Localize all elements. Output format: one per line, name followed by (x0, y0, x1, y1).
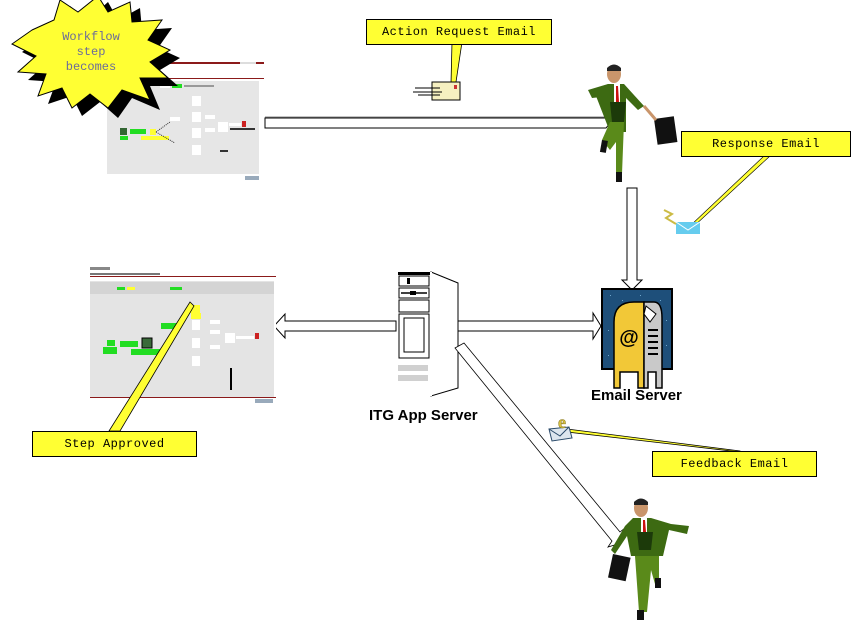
feedback-email-label: Feedback Email (680, 457, 789, 471)
workflow-screenshot-top (107, 60, 264, 180)
action-request-email-callout: Action Request Email (366, 19, 552, 45)
arrow-app-server-to-user-bottom (454, 342, 626, 548)
arrow-user-to-email-server (620, 187, 644, 291)
action-request-callout-tail (450, 41, 463, 85)
feedback-envelope-icon: e (548, 412, 573, 442)
app-server-label: ITG App Server (369, 407, 478, 424)
workflow-burst-callout (11, 0, 180, 118)
response-email-callout-tail (689, 155, 771, 229)
burst-line-2: step (76, 45, 106, 59)
user-figure-bottom (608, 498, 689, 620)
arrow-workflow-to-user (264, 116, 611, 129)
response-email-callout: Response Email (681, 131, 851, 157)
arrow-app-server-to-email-server (457, 311, 602, 341)
step-approved-label: Step Approved (64, 437, 165, 451)
user-figure-top (588, 64, 678, 182)
email-server-icon: @ (601, 288, 673, 389)
app-server-icon (398, 271, 459, 397)
workflow-burst-text: Workflow step becomes (46, 30, 136, 75)
burst-line-3: becomes (65, 60, 117, 74)
response-envelope-icon (663, 209, 701, 234)
feedback-email-callout: Feedback Email (652, 451, 817, 477)
svg-text:e: e (558, 412, 566, 432)
arrow-app-server-to-workflow-screen (273, 312, 397, 340)
workflow-screenshot-approved (88, 264, 276, 404)
burst-line-1: Workflow (62, 30, 120, 44)
feedback-email-callout-tail (566, 428, 741, 453)
action-request-email-label: Action Request Email (381, 25, 537, 39)
svg-text:@: @ (619, 327, 639, 349)
action-request-envelope-icon (413, 81, 461, 101)
step-approved-callout: Step Approved (32, 431, 197, 457)
email-server-label: Email Server (591, 387, 682, 404)
response-email-label: Response Email (712, 137, 820, 151)
